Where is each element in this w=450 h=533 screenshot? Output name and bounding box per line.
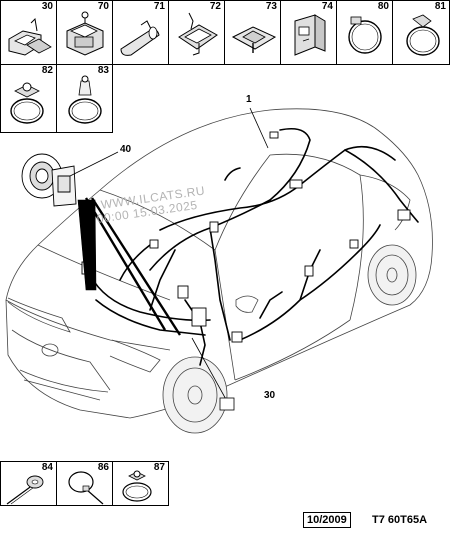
grommet-pointer: [77, 199, 97, 291]
revision-date: 10/2009: [303, 512, 351, 528]
part-cell-73[interactable]: 73: [224, 0, 281, 65]
clamp-ring-icon: [406, 14, 440, 56]
part-cell-72[interactable]: 72: [168, 0, 225, 65]
part-number: 71: [153, 1, 165, 12]
part-number: 87: [153, 462, 165, 473]
callout-grommet[interactable]: 40: [120, 144, 132, 155]
wiring-harness: [87, 127, 419, 366]
part-number: 83: [97, 65, 109, 76]
part-cell-30[interactable]: 30: [0, 0, 57, 65]
tie-strap-icon: [6, 475, 44, 505]
clip-30-marker: [219, 397, 235, 411]
part-cell-70[interactable]: 70: [56, 0, 113, 65]
callout-harness[interactable]: 1: [246, 94, 252, 105]
part-number: 81: [434, 1, 446, 12]
part-cell-71[interactable]: 71: [112, 0, 169, 65]
harness-clip-icon: [178, 12, 218, 56]
cable-clip-icon: [8, 17, 52, 56]
loop-tie-icon: [68, 471, 104, 505]
part-cell-82[interactable]: 82: [0, 64, 57, 133]
part-cell-74[interactable]: 74: [280, 0, 337, 65]
tie-with-pin-icon: [68, 75, 102, 124]
part-cell-83[interactable]: 83: [56, 64, 113, 133]
connector-clip-icon: [66, 11, 104, 56]
part-number: 73: [265, 1, 277, 12]
fastener-clip-icon: [231, 26, 277, 53]
part-number: 72: [209, 1, 221, 12]
diagram-reference: T7 60T65A: [372, 514, 428, 526]
grommet-detail: [21, 153, 77, 207]
part-number: 86: [97, 462, 109, 473]
part-number: 80: [377, 1, 389, 12]
pipe-clip-icon: [120, 20, 160, 56]
part-cell-87[interactable]: 87: [112, 461, 169, 506]
part-number: 84: [41, 462, 53, 473]
callout-clip[interactable]: 30: [264, 390, 276, 401]
part-number: 70: [97, 1, 109, 12]
harness-connectors: [81, 131, 411, 343]
stud-tie-icon: [122, 470, 152, 502]
car-body-outline: [5, 108, 433, 434]
car-harness-diagram: [5, 107, 433, 434]
part-cell-86[interactable]: 86: [56, 461, 113, 506]
leader-lines: [69, 107, 269, 404]
cable-tie-ring-icon: [348, 16, 382, 54]
part-number: 30: [41, 1, 53, 12]
tie-with-stud-icon: [10, 82, 44, 124]
part-number: 82: [41, 65, 53, 76]
bracket-clip-icon: [294, 14, 326, 56]
part-number: 74: [321, 1, 333, 12]
part-cell-84[interactable]: 84: [0, 461, 57, 506]
